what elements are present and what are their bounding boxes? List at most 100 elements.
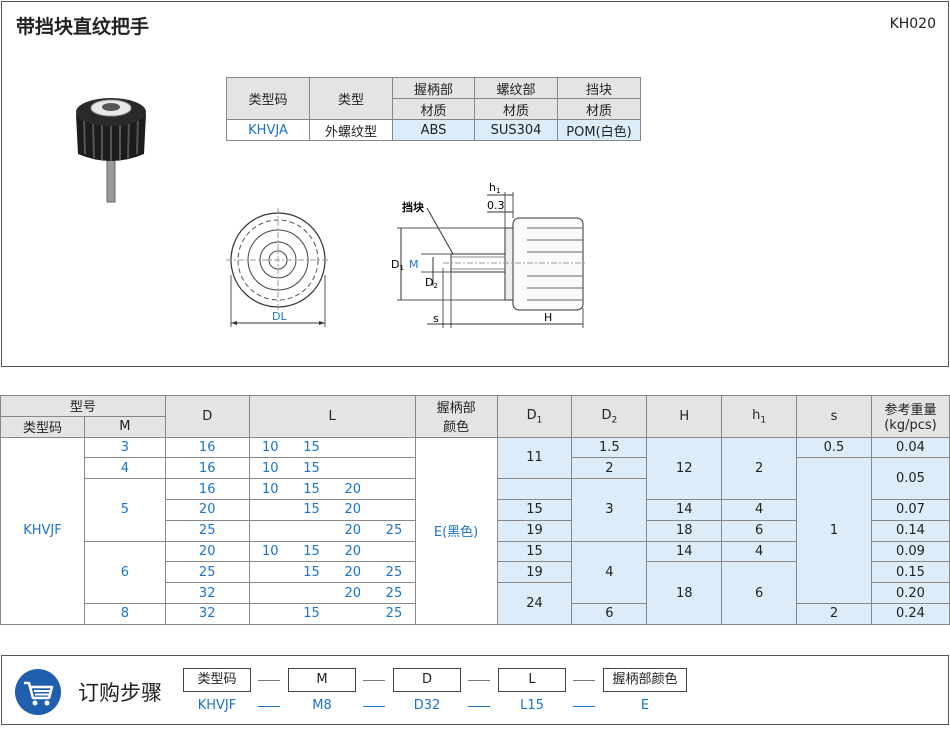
d-cell: 32 (164, 582, 250, 604)
header-grip-color: 握柄部颜色 (414, 395, 498, 438)
product-info-panel: 带挡块直纹把手 KH020 类型码 类型 握柄部 螺纹部 挡块 材质 材质 材质 (1, 1, 949, 367)
l-value: 25 (385, 606, 403, 622)
stop-label: 挡块 (402, 200, 425, 214)
l-value: 20 (344, 564, 361, 580)
header-material: 材质 (474, 98, 558, 120)
header-thread: 螺纹部 (474, 77, 558, 99)
order-value-l: L15 (520, 698, 544, 713)
l-value: 15 (303, 502, 320, 518)
l-value (373, 482, 414, 497)
s-cell: 1 (796, 457, 872, 604)
d-cell: 25 (164, 561, 250, 584)
l-value: 15 (303, 460, 320, 476)
weight-cell: 0.09 (870, 540, 950, 563)
dim-s: s (433, 312, 439, 325)
type-cell: 外螺纹型 (309, 119, 393, 141)
weight-cell: 0.15 (870, 561, 950, 584)
stop-material-cell: POM(白色) (557, 119, 641, 141)
thread-material-cell: SUS304 (474, 119, 558, 141)
l-value (291, 586, 332, 601)
l-value: 10 (261, 543, 279, 559)
l-value: 20 (344, 585, 361, 601)
h-cell: 12 (646, 436, 723, 500)
d-cell: 25 (164, 519, 250, 542)
header-s: s (796, 395, 872, 438)
l-value: 10 (261, 460, 279, 476)
weight-cell: 0.20 (870, 582, 950, 604)
order-value-grip-color: E (640, 698, 650, 713)
dim-m: M (409, 258, 419, 271)
d-cell: 20 (164, 498, 250, 521)
d1-cell: 24 (496, 582, 573, 625)
d2-cell: 6 (571, 602, 648, 625)
h-cell: 18 (646, 561, 723, 625)
d1-cell: 15 (496, 540, 573, 563)
order-value-m: M8 (312, 698, 332, 713)
l-value (250, 565, 291, 580)
h1-cell: 4 (721, 540, 798, 563)
l-value: 25 (385, 585, 403, 601)
grip-material-cell: ABS (392, 119, 475, 141)
order-steps-panel: 订购步骤 类型码 M D L 握柄部颜色 KHVJF M8 D32 L15 E (1, 655, 949, 725)
d-cell: 16 (164, 457, 250, 480)
l-value (250, 606, 291, 621)
type-code-cell: KHVJA (226, 119, 310, 141)
header-material: 材质 (557, 98, 641, 120)
header-type-code: 类型码 (0, 415, 85, 438)
order-value-type-code: KHVJF (197, 698, 237, 713)
m-cell: 6 (83, 540, 166, 604)
l-cell: 10 15 (248, 457, 416, 480)
l-cell: 10 15 20 (248, 540, 416, 563)
header-d: D (164, 395, 250, 438)
l-value (250, 586, 291, 601)
d1-cell: 19 (496, 519, 573, 542)
m-cell: 4 (83, 457, 166, 480)
l-value: 15 (303, 543, 320, 559)
table-row: 32 20 25 24 0.20 (1, 582, 950, 625)
l-value (332, 440, 373, 455)
header-grip: 握柄部 (392, 77, 475, 99)
header-d1: D1 (496, 395, 573, 438)
page-title: 带挡块直纹把手 (16, 16, 150, 38)
header-stop: 挡块 (557, 77, 641, 99)
dim-h: H (544, 311, 552, 324)
l-value: 15 (303, 564, 320, 580)
h1-cell: 6 (721, 561, 798, 625)
cart-icon (15, 669, 61, 715)
m-cell: 8 (83, 602, 166, 625)
header-d2: D2 (571, 395, 648, 438)
l-value: 15 (303, 606, 320, 622)
header-h: H (646, 395, 723, 438)
weight-cell: 0.04 (870, 436, 950, 459)
l-value (332, 606, 373, 621)
dim-d2: D2 (425, 276, 438, 290)
d2-cell: 1.5 (571, 436, 648, 459)
d2-cell: 2 (571, 457, 648, 480)
l-value (373, 502, 414, 517)
order-field-m: M (288, 668, 356, 692)
header-weight: 参考重量(kg/pcs) (870, 395, 950, 438)
header-l: L (248, 395, 416, 438)
l-value (373, 440, 414, 455)
dim-h1: h1 (489, 181, 500, 195)
header-m: M (83, 415, 166, 438)
l-value: 20 (344, 543, 361, 559)
d2-cell: 3 (571, 478, 648, 542)
dim-dl: DL (272, 310, 287, 323)
header-type: 类型 (309, 77, 393, 120)
type-code-cell: KHVJF (0, 436, 85, 625)
d-cell: 20 (164, 540, 250, 563)
m-cell: 3 (83, 436, 166, 459)
d1-cell (496, 478, 573, 500)
d-cell: 32 (164, 602, 250, 625)
header-model: 型号 (0, 395, 166, 417)
